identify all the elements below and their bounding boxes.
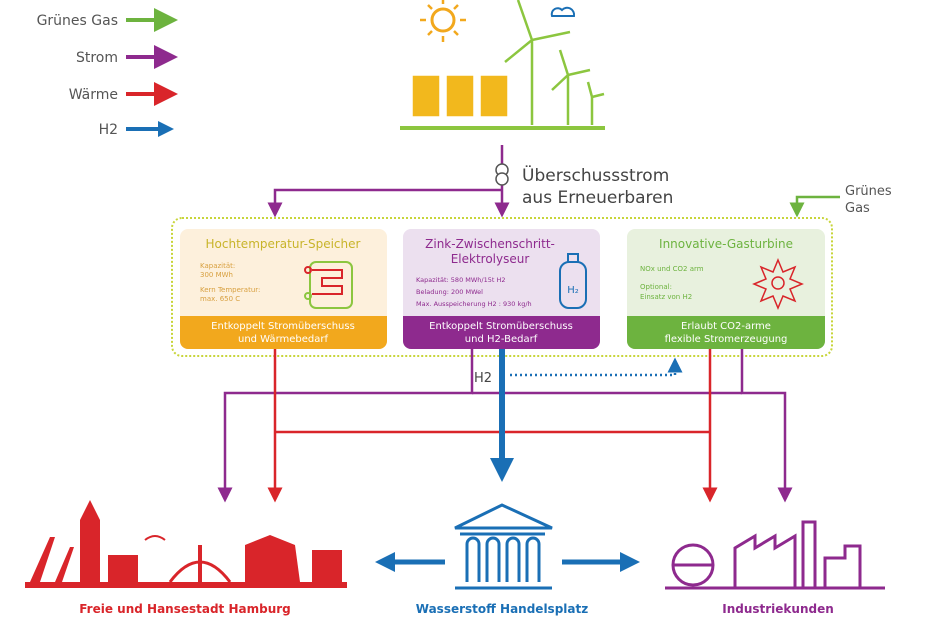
solar-panels-icon (411, 74, 509, 118)
box-title: Innovative-Gasturbine (659, 237, 793, 251)
legend: Grünes Gas Strom Wärme H2 (37, 8, 178, 138)
industry-label: Industriekunden (722, 602, 834, 616)
hamburg-skyline-icon (25, 500, 347, 588)
box-footer-line1: Entkoppelt Stromüberschuss (211, 321, 355, 332)
box-title: Hochtemperatur-Speicher (206, 237, 361, 251)
box-title-line1: Zink-Zwischenschritt- (425, 237, 555, 251)
turbine-icon (752, 258, 804, 310)
box-detail: Max. Ausspeicherung H2 : 930 kg/h (416, 300, 532, 308)
industry-icon (665, 520, 885, 590)
source-label-line1: Überschussstrom (522, 164, 669, 186)
box-detail: Kapazität: (200, 262, 235, 270)
box-footer-line2: flexible Stromerzeugung (665, 334, 788, 345)
box-hochtemperatur-speicher: Hochtemperatur-Speicher Kapazität: 300 M… (180, 229, 387, 349)
distribution-lines (217, 349, 793, 503)
box-detail: Optional: (640, 283, 672, 291)
legend-label-strom: Strom (76, 50, 118, 66)
legend-label-h2: H2 (99, 122, 118, 138)
box-title-line2: Elektrolyseur (451, 252, 530, 266)
legend-label-waerme: Wärme (69, 87, 118, 103)
box-detail: NOx und CO2 arm (640, 265, 704, 273)
green-gas-label-line1: Grünes (845, 184, 892, 199)
svg-text:H₂: H₂ (567, 285, 579, 296)
heat-storage-icon (304, 261, 353, 309)
box-detail: max. 650 C (200, 295, 240, 303)
h2-flow-label: H2 (474, 371, 492, 386)
transformer-icon (495, 163, 509, 186)
trading-place-icon (454, 503, 553, 590)
renewables-icon (400, 0, 605, 130)
box-detail: Einsatz von H2 (640, 293, 692, 301)
legend-label-green-gas: Grünes Gas (37, 13, 118, 29)
green-gas-line (789, 195, 840, 218)
box-gasturbine: Innovative-Gasturbine NOx und CO2 arm Op… (627, 229, 825, 349)
box-elektrolyseur: Zink-Zwischenschritt- Elektrolyseur Kapa… (403, 229, 600, 349)
wind-turbines-icon (504, 0, 605, 125)
box-detail: Kapazität: 580 MWh/15t H2 (416, 276, 506, 284)
box-footer-line2: und Wärmebedarf (238, 334, 328, 345)
box-detail: Beladung: 200 MWel (416, 288, 483, 296)
hamburg-label: Freie und Hansestadt Hamburg (79, 602, 291, 616)
green-gas-label-line2: Gas (845, 201, 870, 216)
box-footer-line1: Erlaubt CO2-arme (681, 321, 771, 332)
box-detail: Kern Temperatur: (200, 286, 260, 294)
box-detail: 300 MWh (200, 271, 233, 279)
strom-line-speicher (267, 188, 502, 218)
sun-icon (430, 7, 456, 33)
cloud-icon (550, 6, 576, 17)
box-footer-line1: Entkoppelt Stromüberschuss (429, 321, 573, 332)
trading-label: Wasserstoff Handelsplatz (416, 602, 588, 616)
source-label-line2: aus Erneuerbaren (522, 188, 673, 208)
h2-tank-icon: H₂ (559, 253, 587, 309)
box-footer-line2: und H2-Bedarf (465, 334, 538, 345)
